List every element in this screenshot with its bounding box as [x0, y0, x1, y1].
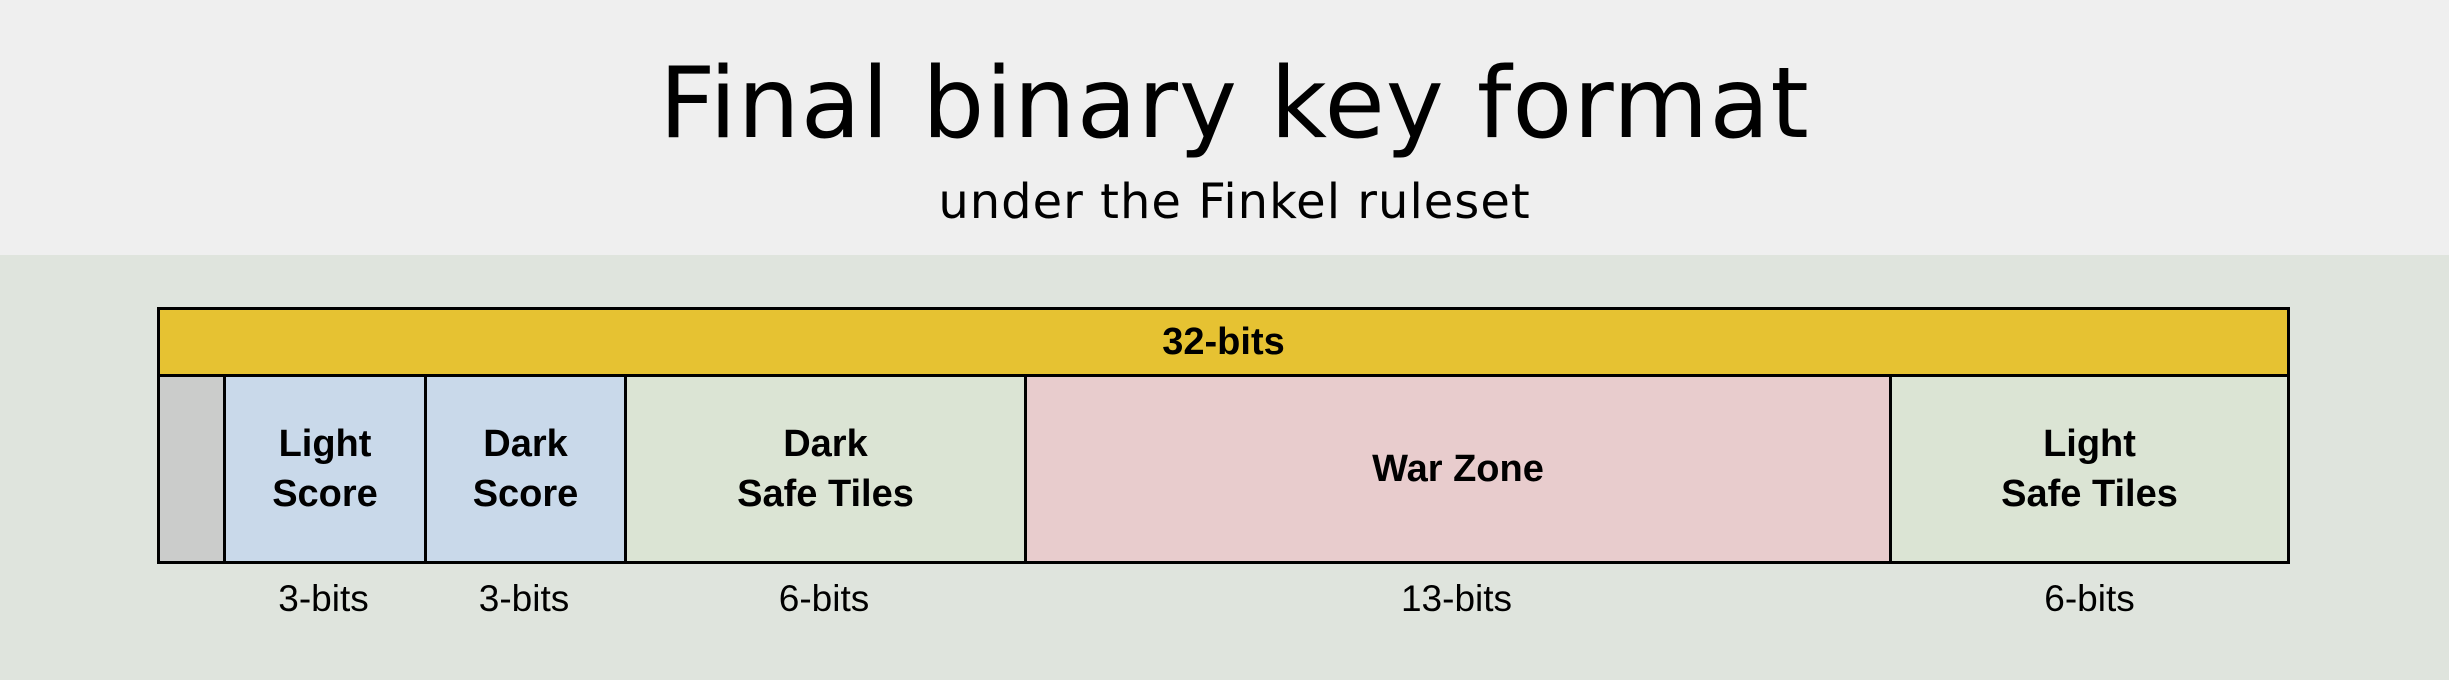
- field-dark-score: Dark Score: [424, 377, 624, 561]
- field-light-score: Light Score: [223, 377, 424, 561]
- bits-label-dark-score: 3-bits: [478, 578, 570, 619]
- header: Final binary key format under the Finkel…: [0, 0, 2449, 255]
- page-title: Final binary key format: [659, 47, 1810, 161]
- field-war-zone: War Zone: [1024, 377, 1889, 561]
- page-subtitle: under the Finkel ruleset: [938, 174, 1531, 230]
- bits-label-light-score: 3-bits: [278, 578, 369, 619]
- bit-layout-diagram: 32-bits Light Score Dark Score Dark Safe…: [157, 307, 2290, 564]
- bits-label-light-safe-tiles: 6-bits: [2044, 578, 2135, 619]
- field-light-safe-tiles: Light Safe Tiles: [1889, 377, 2287, 561]
- bits-label-war-zone: 13-bits: [1400, 578, 1513, 619]
- bits-label-dark-safe-tiles: 6-bits: [778, 578, 870, 619]
- total-bits-bar: 32-bits: [160, 310, 2287, 377]
- field-reserved: [160, 377, 223, 561]
- bit-fields-row: Light Score Dark Score Dark Safe Tiles W…: [160, 377, 2287, 561]
- field-dark-safe-tiles: Dark Safe Tiles: [624, 377, 1024, 561]
